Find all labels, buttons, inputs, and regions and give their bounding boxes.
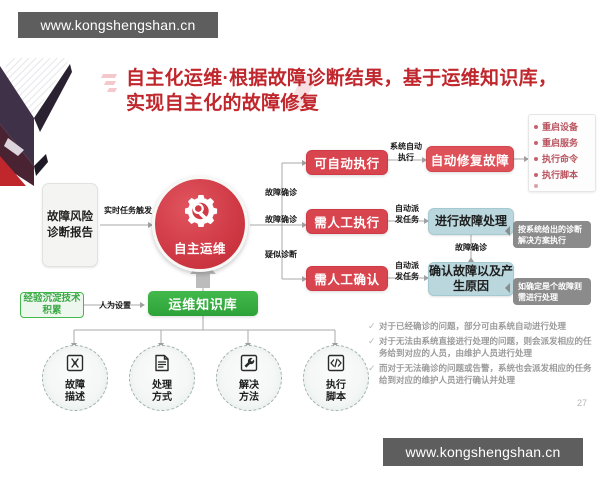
ops-knowledge-base-box[interactable]: 运维知识库	[148, 291, 258, 316]
outcome-confirm-fault-label: 确认故障以及产生原因	[429, 264, 514, 293]
check-icon: ✓	[368, 363, 376, 373]
experience-accumulation-label: 经验沉淀技术积累	[23, 293, 81, 316]
note-text: 而对于无法确诊的问题或告警，系统也会派发相应的任务给到对应的维护人员进行确认并处…	[379, 363, 592, 385]
fault-risk-report-label: 故障风险诊断报告	[47, 211, 93, 239]
knowledge-circle-execution-script[interactable]: 执行脚本	[303, 345, 369, 411]
knowledge-circle-fault-description[interactable]: 故障描述	[42, 345, 108, 411]
branch-auto-executable-label: 可自动执行	[314, 157, 380, 171]
hub-label: 自主运维	[173, 241, 226, 256]
knowledge-circle-handling-method[interactable]: 处理方式	[129, 345, 195, 411]
branch-manual-confirm-label: 需人工确认	[314, 273, 380, 287]
auto-action-list-card: 重启设备 重启服务 执行命令 执行脚本	[528, 114, 596, 192]
callout-confirm-fault: 如确定是个故障则需进行处理	[505, 278, 591, 305]
bullet-dot-icon	[534, 184, 538, 188]
outcome-confirm-fault[interactable]: 确认故障以及产生原因	[428, 262, 514, 296]
list-item[interactable]: 重启设备	[534, 120, 591, 133]
branch-manual-execute[interactable]: 需人工执行	[306, 209, 388, 234]
list-item: ✓ 而对于无法确诊的问题或告警，系统也会派发相应的任务给到对应的维护人员进行确认…	[368, 362, 594, 386]
autonomous-ops-hub[interactable]: 自主运维	[152, 176, 248, 272]
document-icon	[152, 353, 172, 378]
fault-tool-icon	[65, 353, 85, 378]
outcome-handle-fault[interactable]: 进行故障处理	[428, 208, 514, 235]
summary-notes: ✓ 对于已经确诊的问题，部分可由系统自动进行处理 ✓ 对于无法由系统直接进行处理…	[368, 320, 594, 389]
branch-label-middle: 故障确诊	[265, 215, 297, 224]
bullet-dot-icon	[534, 156, 538, 161]
list-item[interactable]: 执行脚本	[534, 168, 591, 181]
list-item[interactable]	[534, 184, 591, 188]
bullet-dot-icon	[534, 172, 538, 177]
trigger-label: 实时任务触发	[104, 206, 152, 215]
list-item: ✓ 对于无法由系统直接进行处理的问题，则会派发相应的任务给到对应的人员，由维护人…	[368, 335, 594, 359]
action-item-label: 重启服务	[542, 138, 579, 148]
action-item-label: 重启设备	[542, 122, 579, 132]
knowledge-circle-solution-method[interactable]: 解决方法	[216, 345, 282, 411]
watermark-bottom: www.kongshengshan.cn	[383, 438, 583, 466]
gear-wrench-icon	[180, 192, 220, 237]
watermark-top: www.kongshengshan.cn	[18, 12, 218, 38]
wrench-icon	[239, 353, 259, 378]
code-icon	[326, 353, 346, 378]
branch-label-top: 故障确诊	[265, 188, 297, 197]
action-item-label: 执行脚本	[542, 170, 579, 180]
experience-accumulation-box[interactable]: 经验沉淀技术积累	[20, 292, 84, 318]
connector-label-dispatch-2: 自动派发任务	[395, 261, 419, 281]
check-icon: ✓	[368, 336, 376, 346]
outcome-auto-fix[interactable]: 自动修复故障	[426, 146, 514, 172]
page-title-line-1: 自主化运维·根据故障诊断结果，基于运维知识库，	[126, 68, 558, 89]
human-setup-label: 人为设置	[99, 301, 131, 310]
knowledge-circle-label: 故障描述	[65, 379, 85, 403]
page-title-line-2: 实现自主化的故障修复	[126, 93, 320, 114]
note-text: 对于已经确诊的问题，部分可由系统自动进行处理	[379, 321, 567, 331]
connector-label-dispatch-1: 自动派发任务	[395, 204, 419, 224]
action-item-label: 执行命令	[542, 154, 579, 164]
fault-risk-report-box[interactable]: 故障风险诊断报告	[42, 183, 98, 267]
outcome-handle-fault-label: 进行故障处理	[434, 214, 507, 228]
connector-label-auto-exec: 系统自动执行	[390, 142, 422, 162]
list-item: ✓ 对于已经确诊的问题，部分可由系统自动进行处理	[368, 320, 594, 332]
note-text: 对于无法由系统直接进行处理的问题，则会派发相应的任务给到对应的人员，由维护人员进…	[379, 336, 592, 358]
decorative-corner-graphic	[0, 58, 82, 186]
ops-knowledge-base-label: 运维知识库	[168, 297, 238, 312]
knowledge-circle-label: 执行脚本	[326, 379, 346, 403]
knowledge-circle-label: 解决方法	[239, 379, 259, 403]
knowledge-circle-label: 处理方式	[152, 379, 172, 403]
title-accent-bars-icon	[100, 74, 120, 108]
branch-label-bottom: 疑似诊断	[265, 250, 297, 259]
connector-label-confirm: 故障确诊	[455, 243, 487, 252]
bullet-dot-icon	[534, 140, 538, 145]
list-item[interactable]: 重启服务	[534, 136, 591, 149]
list-item[interactable]: 执行命令	[534, 152, 591, 165]
outcome-auto-fix-label: 自动修复故障	[430, 153, 510, 168]
branch-manual-confirm[interactable]: 需人工确认	[306, 266, 388, 291]
page-title: 自主化运维·根据故障诊断结果，基于运维知识库， 实现自主化的故障修复	[100, 66, 574, 116]
branch-manual-execute-label: 需人工执行	[314, 216, 380, 230]
branch-auto-executable[interactable]: 可自动执行	[306, 150, 388, 175]
page-number: 27	[577, 398, 588, 408]
callout-handle-fault: 按系统给出的诊断解决方案执行	[505, 221, 591, 248]
check-icon: ✓	[368, 321, 376, 331]
bullet-dot-icon	[534, 124, 538, 129]
